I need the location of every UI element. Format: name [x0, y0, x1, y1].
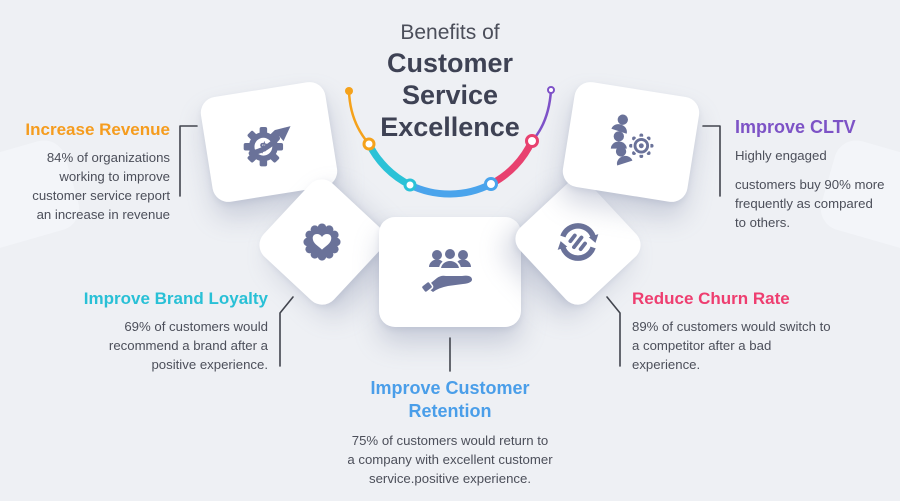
improve-cltv-description: Highly engaged customers buy 90% more fr…	[735, 146, 900, 232]
benefit-improve-customer-retention: Improve Customer Retention 75% of custom…	[338, 377, 562, 488]
text-line: frequently as compared	[735, 196, 873, 211]
arc-segment-pink	[487, 137, 536, 188]
text-line: 84% of organizations	[46, 150, 170, 165]
text-line: service.positive experience.	[369, 471, 531, 486]
increase-revenue-description: 84% of organizations working to improve …	[0, 148, 170, 224]
arc-node-blue	[484, 177, 498, 191]
title-line-1: Customer	[386, 48, 514, 78]
reduce-churn-rate-description: 89% of customers would switch to a compe…	[632, 317, 862, 374]
benefit-improve-cltv: Improve CLTV Highly engaged customers bu…	[735, 117, 900, 232]
connector-increase-revenue	[179, 125, 198, 197]
text-line: 89% of customers would switch to	[632, 319, 831, 334]
connector-reduce-churn-rate	[606, 296, 621, 367]
text-line: to others.	[735, 215, 790, 230]
improve-customer-retention-label: Improve Customer Retention	[370, 378, 530, 421]
text-line: a company with excellent customer	[347, 452, 553, 467]
improve-cltv-label: Improve CLTV	[735, 117, 856, 137]
title-line-3: Excellence	[380, 112, 520, 142]
people-gear-icon	[601, 112, 661, 172]
text-line: experience.	[632, 357, 701, 372]
page-title: Benefits of Customer Service Excellence	[300, 20, 600, 142]
badge-heart-icon	[295, 215, 349, 269]
title-line-2: Service	[401, 80, 499, 110]
text-line: positive experience.	[151, 357, 268, 372]
text-line: a competitor after a bad	[632, 338, 772, 353]
arc-node-cyan	[403, 178, 417, 192]
text-line: an increase in revenue	[36, 207, 170, 222]
text-line: 75% of customers would return to	[351, 433, 549, 448]
text-line: customers buy 90% more	[735, 177, 885, 192]
text-line: recommend a brand after a	[108, 338, 268, 353]
gear-dollar-arrow-icon: $	[239, 112, 299, 172]
improve-brand-loyalty-label: Improve Brand Loyalty	[83, 289, 268, 308]
connector-improve-cltv	[702, 125, 721, 197]
card-reduce-churn-rate	[508, 172, 648, 312]
text-line: 69% of customers would	[124, 319, 268, 334]
arc-segment-cyan	[365, 140, 414, 189]
arc-segment-blue	[406, 180, 495, 198]
cycle-arrows-icon	[551, 215, 605, 269]
benefit-increase-revenue: Increase Revenue 84% of organizations wo…	[0, 119, 170, 224]
text-line: working to improve	[59, 169, 170, 184]
text-line: customer service report	[32, 188, 170, 203]
card-increase-revenue: $	[198, 79, 340, 205]
improve-customer-retention-description: 75% of customers would return to a compa…	[338, 431, 562, 488]
card-improve-brand-loyalty	[252, 172, 392, 312]
improve-brand-loyalty-description: 69% of customers would recommend a brand…	[0, 317, 268, 374]
connector-improve-brand-loyalty	[279, 296, 294, 367]
benefit-improve-brand-loyalty: Improve Brand Loyalty 69% of customers w…	[0, 288, 268, 374]
hand-people-icon	[418, 240, 482, 304]
title-prefix: Benefits of	[400, 21, 500, 44]
card-improve-cltv	[560, 79, 702, 205]
benefit-reduce-churn-rate: Reduce Churn Rate 89% of customers would…	[632, 288, 862, 374]
card-improve-customer-retention	[379, 217, 521, 327]
increase-revenue-label: Increase Revenue	[25, 120, 170, 139]
reduce-churn-rate-label: Reduce Churn Rate	[632, 289, 790, 308]
text-line: Highly engaged	[735, 148, 827, 163]
